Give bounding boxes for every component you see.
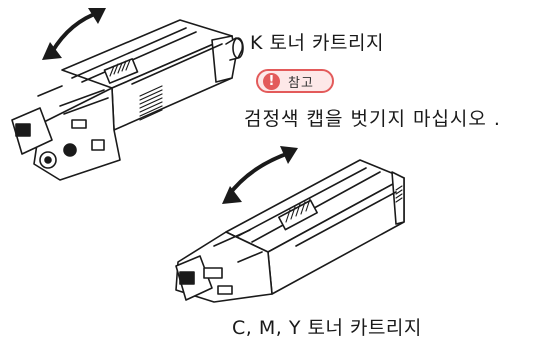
k-toner-cartridge-drawing (11, 19, 244, 181)
exclamation-icon: ! (263, 72, 280, 90)
note-badge: ! 참고 (256, 69, 334, 93)
note-text: 검정색 캡을 벗기지 마십시오 . (244, 108, 501, 130)
curved-double-arrow-icon (42, 8, 106, 60)
curved-double-arrow-icon (222, 146, 298, 204)
note-label: 참고 (288, 75, 314, 91)
k-toner-cartridge-label: K 토너 카트리지 (250, 32, 384, 54)
cmy-toner-cartridge-drawing (175, 159, 405, 303)
cmy-toner-cartridge-label: C, M, Y 토너 카트리지 (232, 317, 422, 339)
